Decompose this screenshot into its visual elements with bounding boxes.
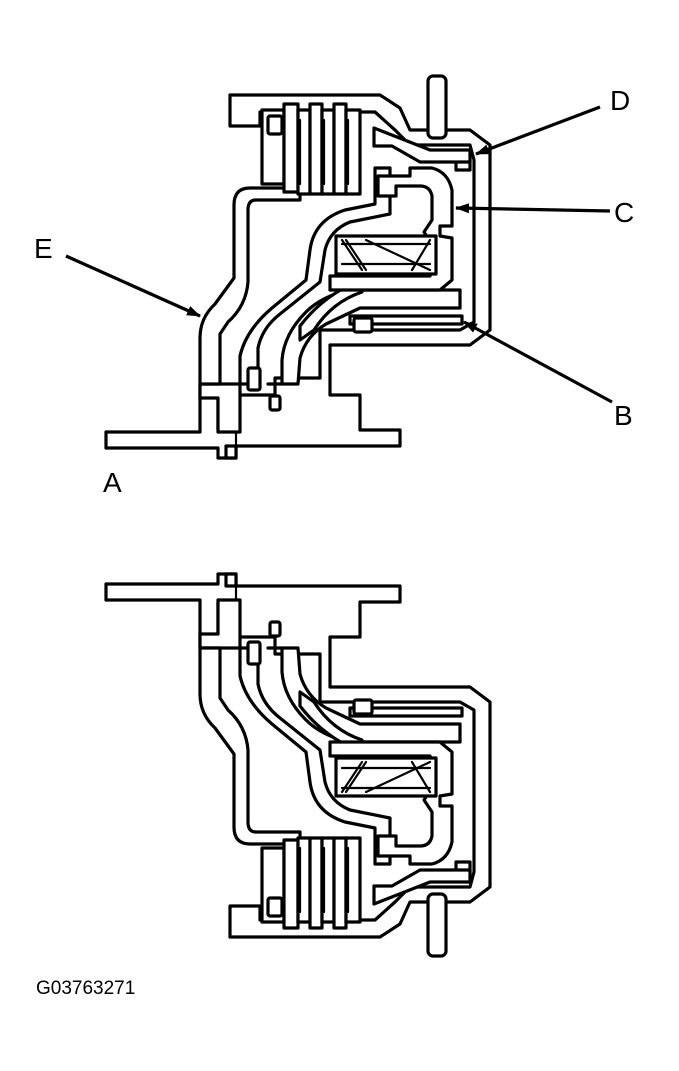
- leader-arrows: [65, 105, 613, 404]
- arrow-c: [455, 203, 611, 214]
- label-e: E: [34, 233, 53, 264]
- label-c: C: [614, 197, 634, 228]
- label-b: B: [614, 400, 633, 431]
- label-a: A: [103, 467, 122, 498]
- arrow-d: [475, 105, 601, 156]
- bottom-section-view: [104, 572, 492, 958]
- arrow-e: [65, 254, 201, 318]
- top-section-view: [104, 74, 492, 460]
- arrow-b: [463, 320, 613, 404]
- label-d: D: [610, 85, 630, 116]
- figure-code: G03763271: [36, 978, 135, 999]
